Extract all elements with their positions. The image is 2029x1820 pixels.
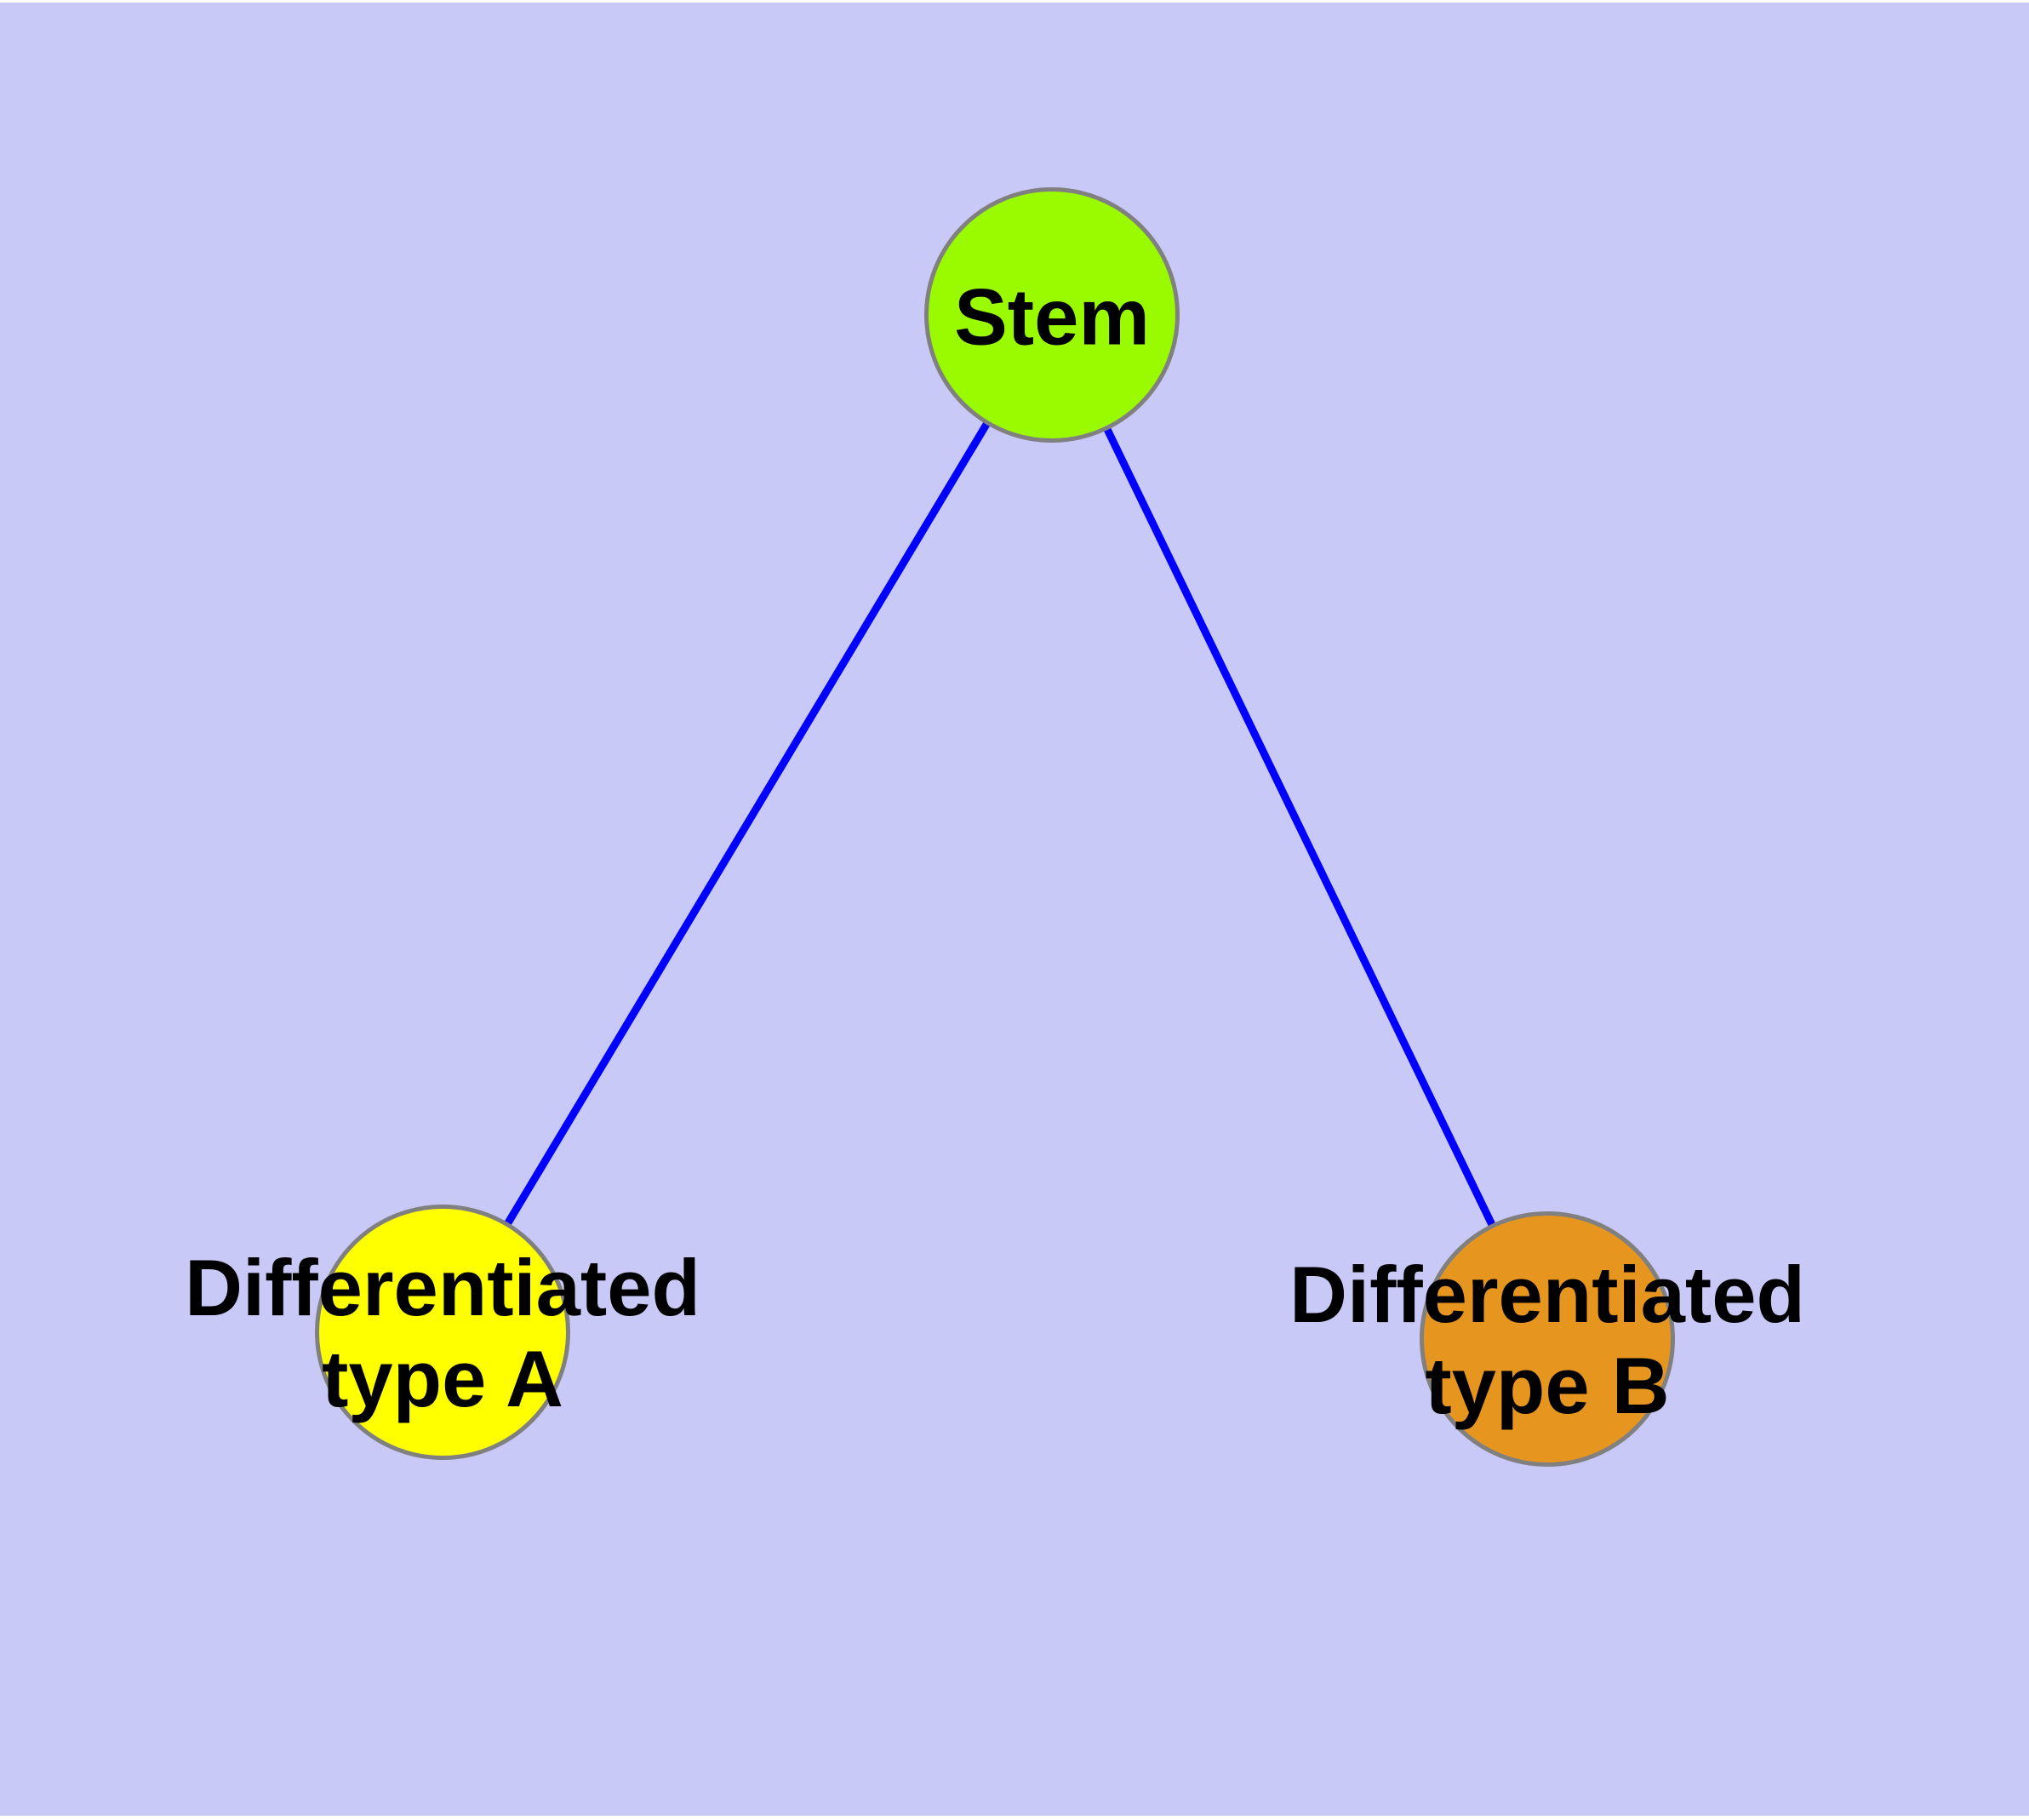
node-differentiated-type-b [1420, 1211, 1675, 1467]
node-differentiated-type-a-label: Differentiated type A [185, 1242, 700, 1423]
edge-stem-to-type-b [1048, 313, 1552, 1341]
node-stem-label: Stem [954, 272, 1150, 362]
edge-stem-to-type-a [439, 312, 1055, 1335]
node-differentiated-type-a [315, 1205, 570, 1460]
node-stem [924, 187, 1180, 443]
node-differentiated-type-b-label: Differentiated type B [1289, 1249, 1805, 1430]
